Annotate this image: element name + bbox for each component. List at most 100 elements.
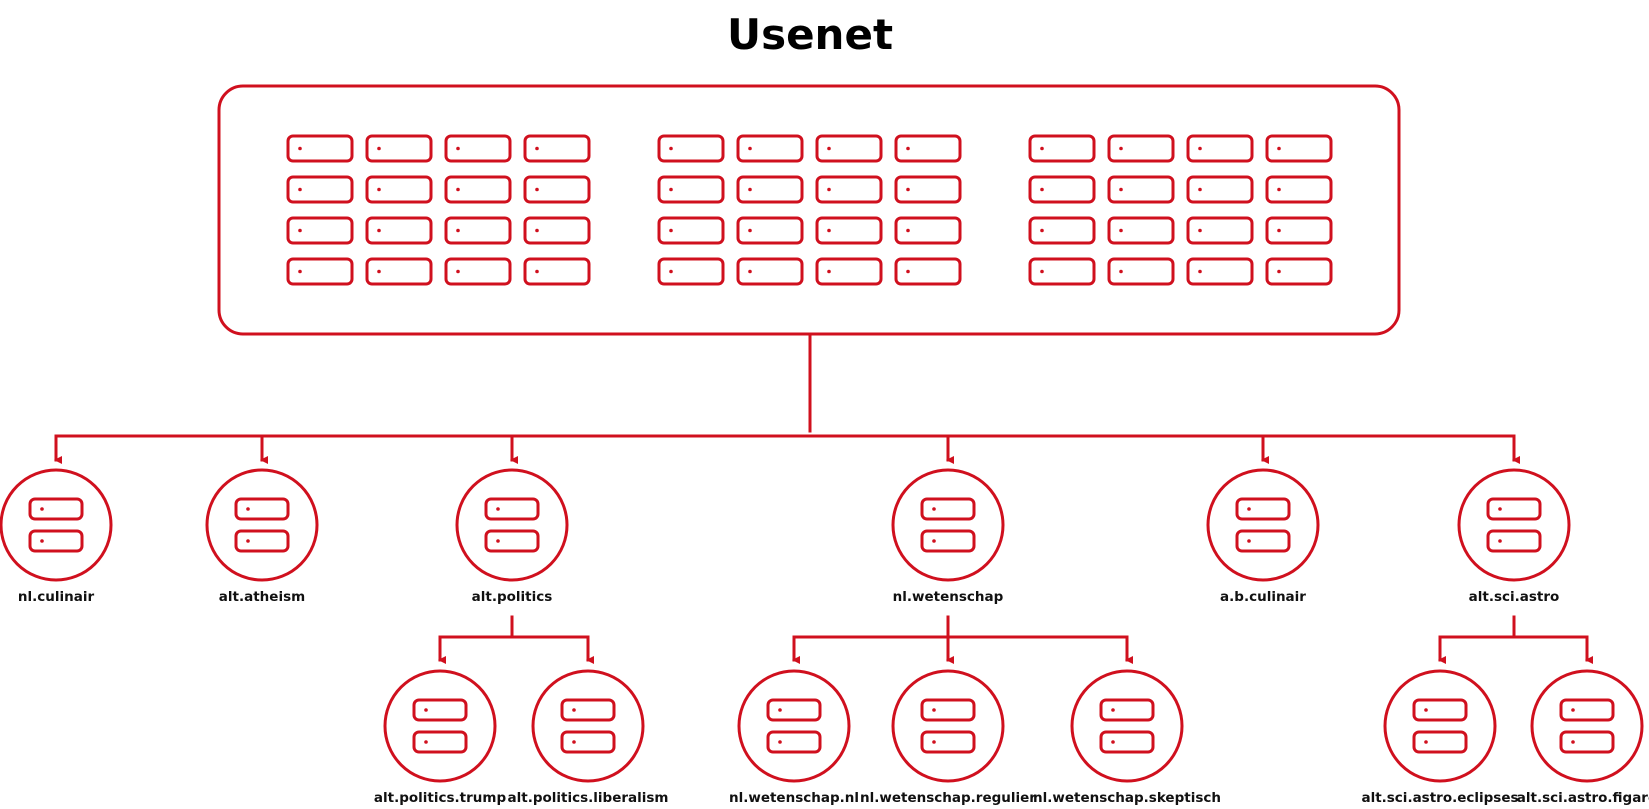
server-led: [572, 740, 576, 744]
server-slot-icon: [560, 698, 616, 722]
server-led: [377, 146, 381, 151]
server-led: [456, 228, 460, 233]
server-slot-icon: [560, 730, 616, 754]
server-led: [827, 187, 831, 192]
newsgroup-label-alt-sci-astro-figaro: alt.sci.astro.figaro: [1516, 790, 1649, 806]
server-stack-icon: [920, 698, 976, 754]
server-led: [377, 228, 381, 233]
server-led: [424, 708, 428, 712]
server-stack-icon: [412, 698, 468, 754]
server-slot-icon: [1186, 175, 1254, 204]
server-led: [748, 146, 752, 151]
node-circle: [1457, 468, 1571, 582]
server-slot-icon: [523, 134, 591, 163]
server-slot-icon: [234, 529, 290, 553]
newsgroup-label-a-b-culinair: a.b.culinair: [1220, 589, 1306, 605]
server-led: [298, 228, 302, 233]
server-slot-icon: [894, 257, 962, 286]
server-slot-icon: [1107, 175, 1175, 204]
server-led: [535, 269, 539, 274]
server-led: [669, 146, 673, 151]
server-led: [906, 146, 910, 151]
server-led: [535, 187, 539, 192]
server-slot-icon: [657, 175, 725, 204]
server-led: [377, 269, 381, 274]
newsgroup-node-a-b-culinair: [1206, 468, 1320, 582]
server-led: [496, 507, 500, 511]
server-led: [1571, 740, 1575, 744]
diagram-title: Usenet: [726, 10, 894, 59]
server-slot-icon: [766, 698, 822, 722]
server-led: [1277, 228, 1281, 233]
server-stack-icon: [560, 698, 616, 754]
server-led: [906, 269, 910, 274]
server-slot-icon: [1235, 529, 1291, 553]
server-slot-icon: [736, 175, 804, 204]
server-rack-group-3: [1028, 134, 1333, 286]
node-circle: [891, 468, 1005, 582]
server-slot-icon: [234, 497, 290, 521]
server-led: [535, 146, 539, 151]
server-slot-icon: [1107, 134, 1175, 163]
server-led: [40, 507, 44, 511]
server-led: [932, 708, 936, 712]
server-led: [298, 269, 302, 274]
server-slot-icon: [1099, 730, 1155, 754]
server-led: [1040, 146, 1044, 151]
server-slot-icon: [1028, 175, 1096, 204]
newsgroup-label-nl-wetenschap-nl: nl.wetenschap.nl: [728, 790, 859, 806]
server-slot-icon: [815, 175, 883, 204]
server-led: [1277, 269, 1281, 274]
server-slot-icon: [894, 134, 962, 163]
newsgroup-label-alt-politics: alt.politics: [471, 589, 553, 605]
server-led: [246, 507, 250, 511]
newsgroup-label-nl-wetenschap: nl.wetenschap: [892, 589, 1004, 605]
server-led: [1119, 228, 1123, 233]
server-slot-icon: [286, 257, 354, 286]
server-led: [1424, 740, 1428, 744]
server-led: [778, 708, 782, 712]
server-led: [1277, 187, 1281, 192]
server-led: [748, 228, 752, 233]
newsgroup-node-alt-sci-astro-eclipses: [1383, 669, 1497, 783]
server-led: [669, 269, 673, 274]
server-led: [1040, 187, 1044, 192]
server-led: [456, 187, 460, 192]
server-slot-icon: [1559, 730, 1615, 754]
server-slot-icon: [1186, 257, 1254, 286]
server-slot-icon: [920, 730, 976, 754]
server-slot-icon: [1186, 216, 1254, 245]
node-circle: [455, 468, 569, 582]
server-led: [496, 539, 500, 543]
server-slot-icon: [365, 134, 433, 163]
server-led: [424, 740, 428, 744]
server-slot-icon: [894, 216, 962, 245]
server-slot-icon: [365, 175, 433, 204]
server-slot-icon: [657, 216, 725, 245]
server-slot-icon: [1265, 175, 1333, 204]
server-led: [1247, 507, 1251, 511]
newsgroup-node-nl-wetenschap: [891, 468, 1005, 582]
server-led: [572, 708, 576, 712]
newsgroup-node-alt-politics-trump: [383, 669, 497, 783]
server-slot-icon: [412, 730, 468, 754]
server-slot-icon: [1107, 216, 1175, 245]
server-rack-group-1: [286, 134, 591, 286]
newsgroup-label-alt-atheism: alt.atheism: [218, 589, 306, 605]
node-circle: [531, 669, 645, 783]
newsgroup-node-alt-politics: [455, 468, 569, 582]
server-slot-icon: [1265, 216, 1333, 245]
server-led: [932, 507, 936, 511]
server-slot-icon: [523, 216, 591, 245]
server-led: [40, 539, 44, 543]
server-led: [778, 740, 782, 744]
server-slot-icon: [815, 134, 883, 163]
server-slot-icon: [1265, 134, 1333, 163]
server-slot-icon: [28, 529, 84, 553]
server-led: [669, 228, 673, 233]
server-slot-icon: [365, 216, 433, 245]
server-led: [1424, 708, 1428, 712]
server-slot-icon: [1559, 698, 1615, 722]
server-led: [932, 740, 936, 744]
